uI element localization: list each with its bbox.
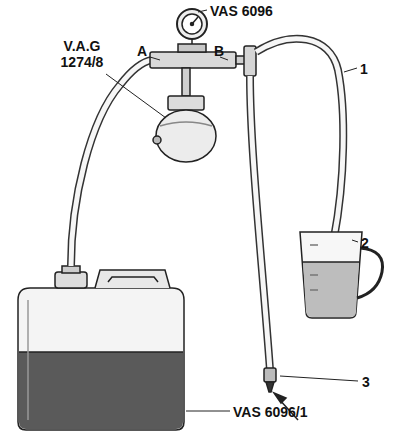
- callout-number: 3: [362, 374, 370, 390]
- label-holder: 2: [361, 234, 369, 252]
- tool-name: V.A.G 1274/8: [56, 38, 108, 70]
- label-holder: VAS 6096: [210, 2, 273, 20]
- port-letter: A: [137, 43, 147, 59]
- label-holder: 3: [362, 373, 370, 391]
- callout-number: 1: [360, 61, 368, 77]
- label-holder: B: [214, 42, 224, 60]
- port-letter: B: [214, 43, 224, 59]
- label-holder: A: [137, 42, 147, 60]
- tool-name: VAS 6096: [210, 3, 273, 19]
- label-holder: VAS 6096/1: [233, 403, 307, 421]
- label-holder: V.A.G 1274/8: [56, 38, 108, 71]
- label-holder: 1: [360, 60, 368, 78]
- callout-number: 2: [361, 235, 369, 251]
- tool-name: VAS 6096/1: [233, 404, 307, 420]
